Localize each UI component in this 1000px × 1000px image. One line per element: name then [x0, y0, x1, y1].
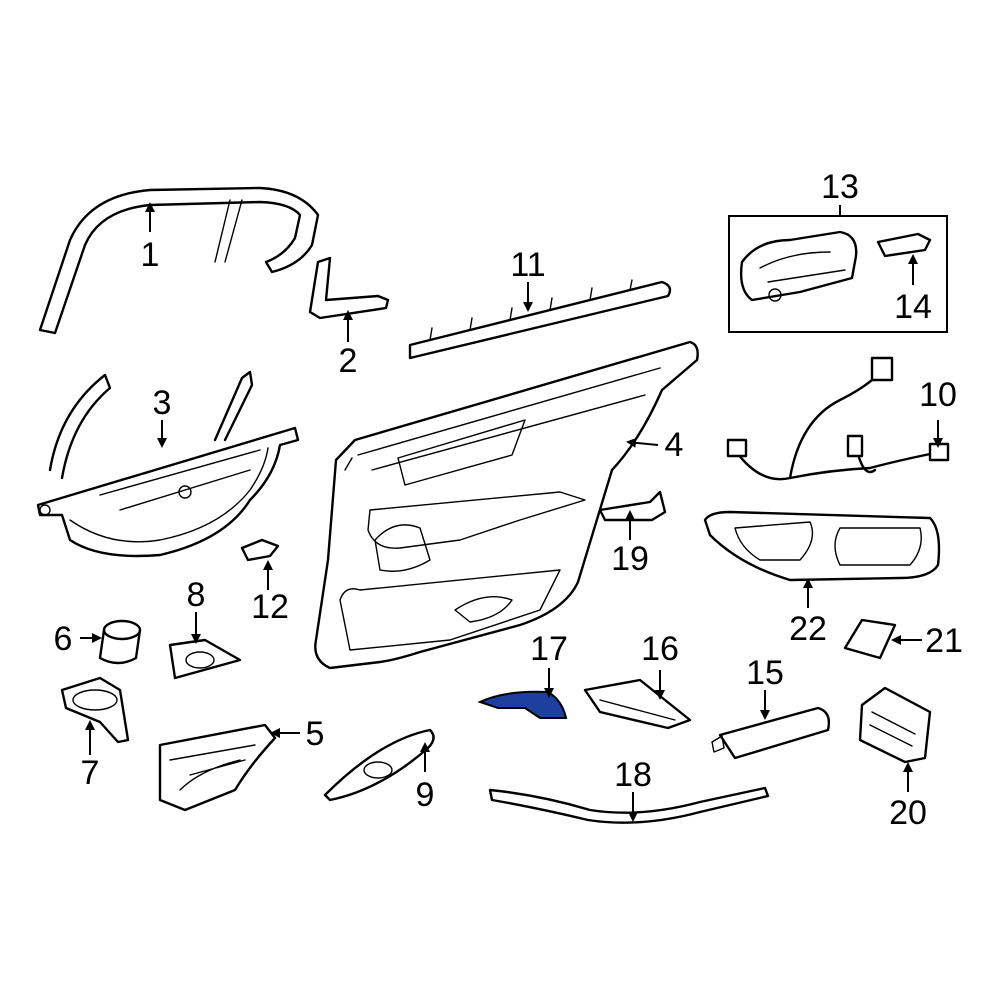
callout-3: 3	[153, 384, 172, 422]
inset-box-13-14	[728, 215, 948, 333]
part-3-door-carrier[interactable]	[36, 370, 300, 558]
callout-8: 8	[187, 576, 206, 614]
leader-lines	[80, 202, 943, 822]
callout-22: 22	[789, 610, 827, 648]
part-16-armrest-trim[interactable]	[583, 678, 692, 730]
callout-15: 15	[746, 654, 784, 692]
callout-9: 9	[416, 776, 435, 814]
part-2-trim-corner[interactable]	[308, 256, 390, 320]
callout-2: 2	[339, 342, 358, 380]
callout-12: 12	[251, 588, 289, 626]
callout-16: 16	[641, 630, 679, 668]
callout-21: 21	[925, 622, 963, 660]
part-7-speaker-housing[interactable]	[60, 676, 130, 744]
callout-17: 17	[530, 630, 568, 668]
part-17-shape	[477, 690, 568, 719]
callout-5: 5	[306, 715, 325, 753]
callout-11: 11	[510, 246, 545, 284]
part-9-speaker-cover[interactable]	[323, 728, 435, 802]
part-15-pull-handle[interactable]	[711, 706, 831, 760]
callout-19: 19	[611, 540, 649, 578]
part-21-switch[interactable]	[843, 618, 897, 660]
callout-10: 10	[919, 376, 957, 414]
part-19-small-trim[interactable]	[598, 490, 667, 522]
part-12-clip[interactable]	[240, 538, 280, 562]
part-6-cup[interactable]	[98, 619, 142, 665]
callout-7: 7	[81, 754, 100, 792]
callout-4: 4	[665, 426, 684, 464]
part-4-door-trim-panel[interactable]	[314, 340, 699, 670]
part-5-lower-bracket[interactable]	[158, 723, 277, 812]
part-1-window-frame-molding[interactable]	[38, 186, 320, 335]
callout-labels: 1 2 3 4 5 6 7 8 9 10 11 12 13 14 15 16 1…	[54, 168, 963, 832]
callout-18: 18	[614, 756, 652, 794]
callout-14: 14	[894, 288, 932, 326]
part-17-cover-highlighted[interactable]	[477, 690, 568, 719]
callout-20: 20	[889, 794, 927, 832]
part-8-speaker-grille[interactable]	[168, 638, 242, 680]
callout-6: 6	[54, 620, 73, 658]
part-22-armrest-top[interactable]	[703, 510, 941, 582]
part-18-lower-trim-strip[interactable]	[488, 786, 770, 824]
callout-1: 1	[141, 236, 160, 274]
part-14-bracket[interactable]	[876, 232, 932, 258]
callout-13: 13	[821, 168, 859, 206]
part-13-inner-handle-assembly[interactable]	[739, 230, 858, 302]
part-10-wiring-harness[interactable]	[726, 356, 950, 481]
part-20-switch-bezel[interactable]	[858, 686, 932, 764]
part-11-beltline-strip[interactable]	[408, 279, 672, 360]
